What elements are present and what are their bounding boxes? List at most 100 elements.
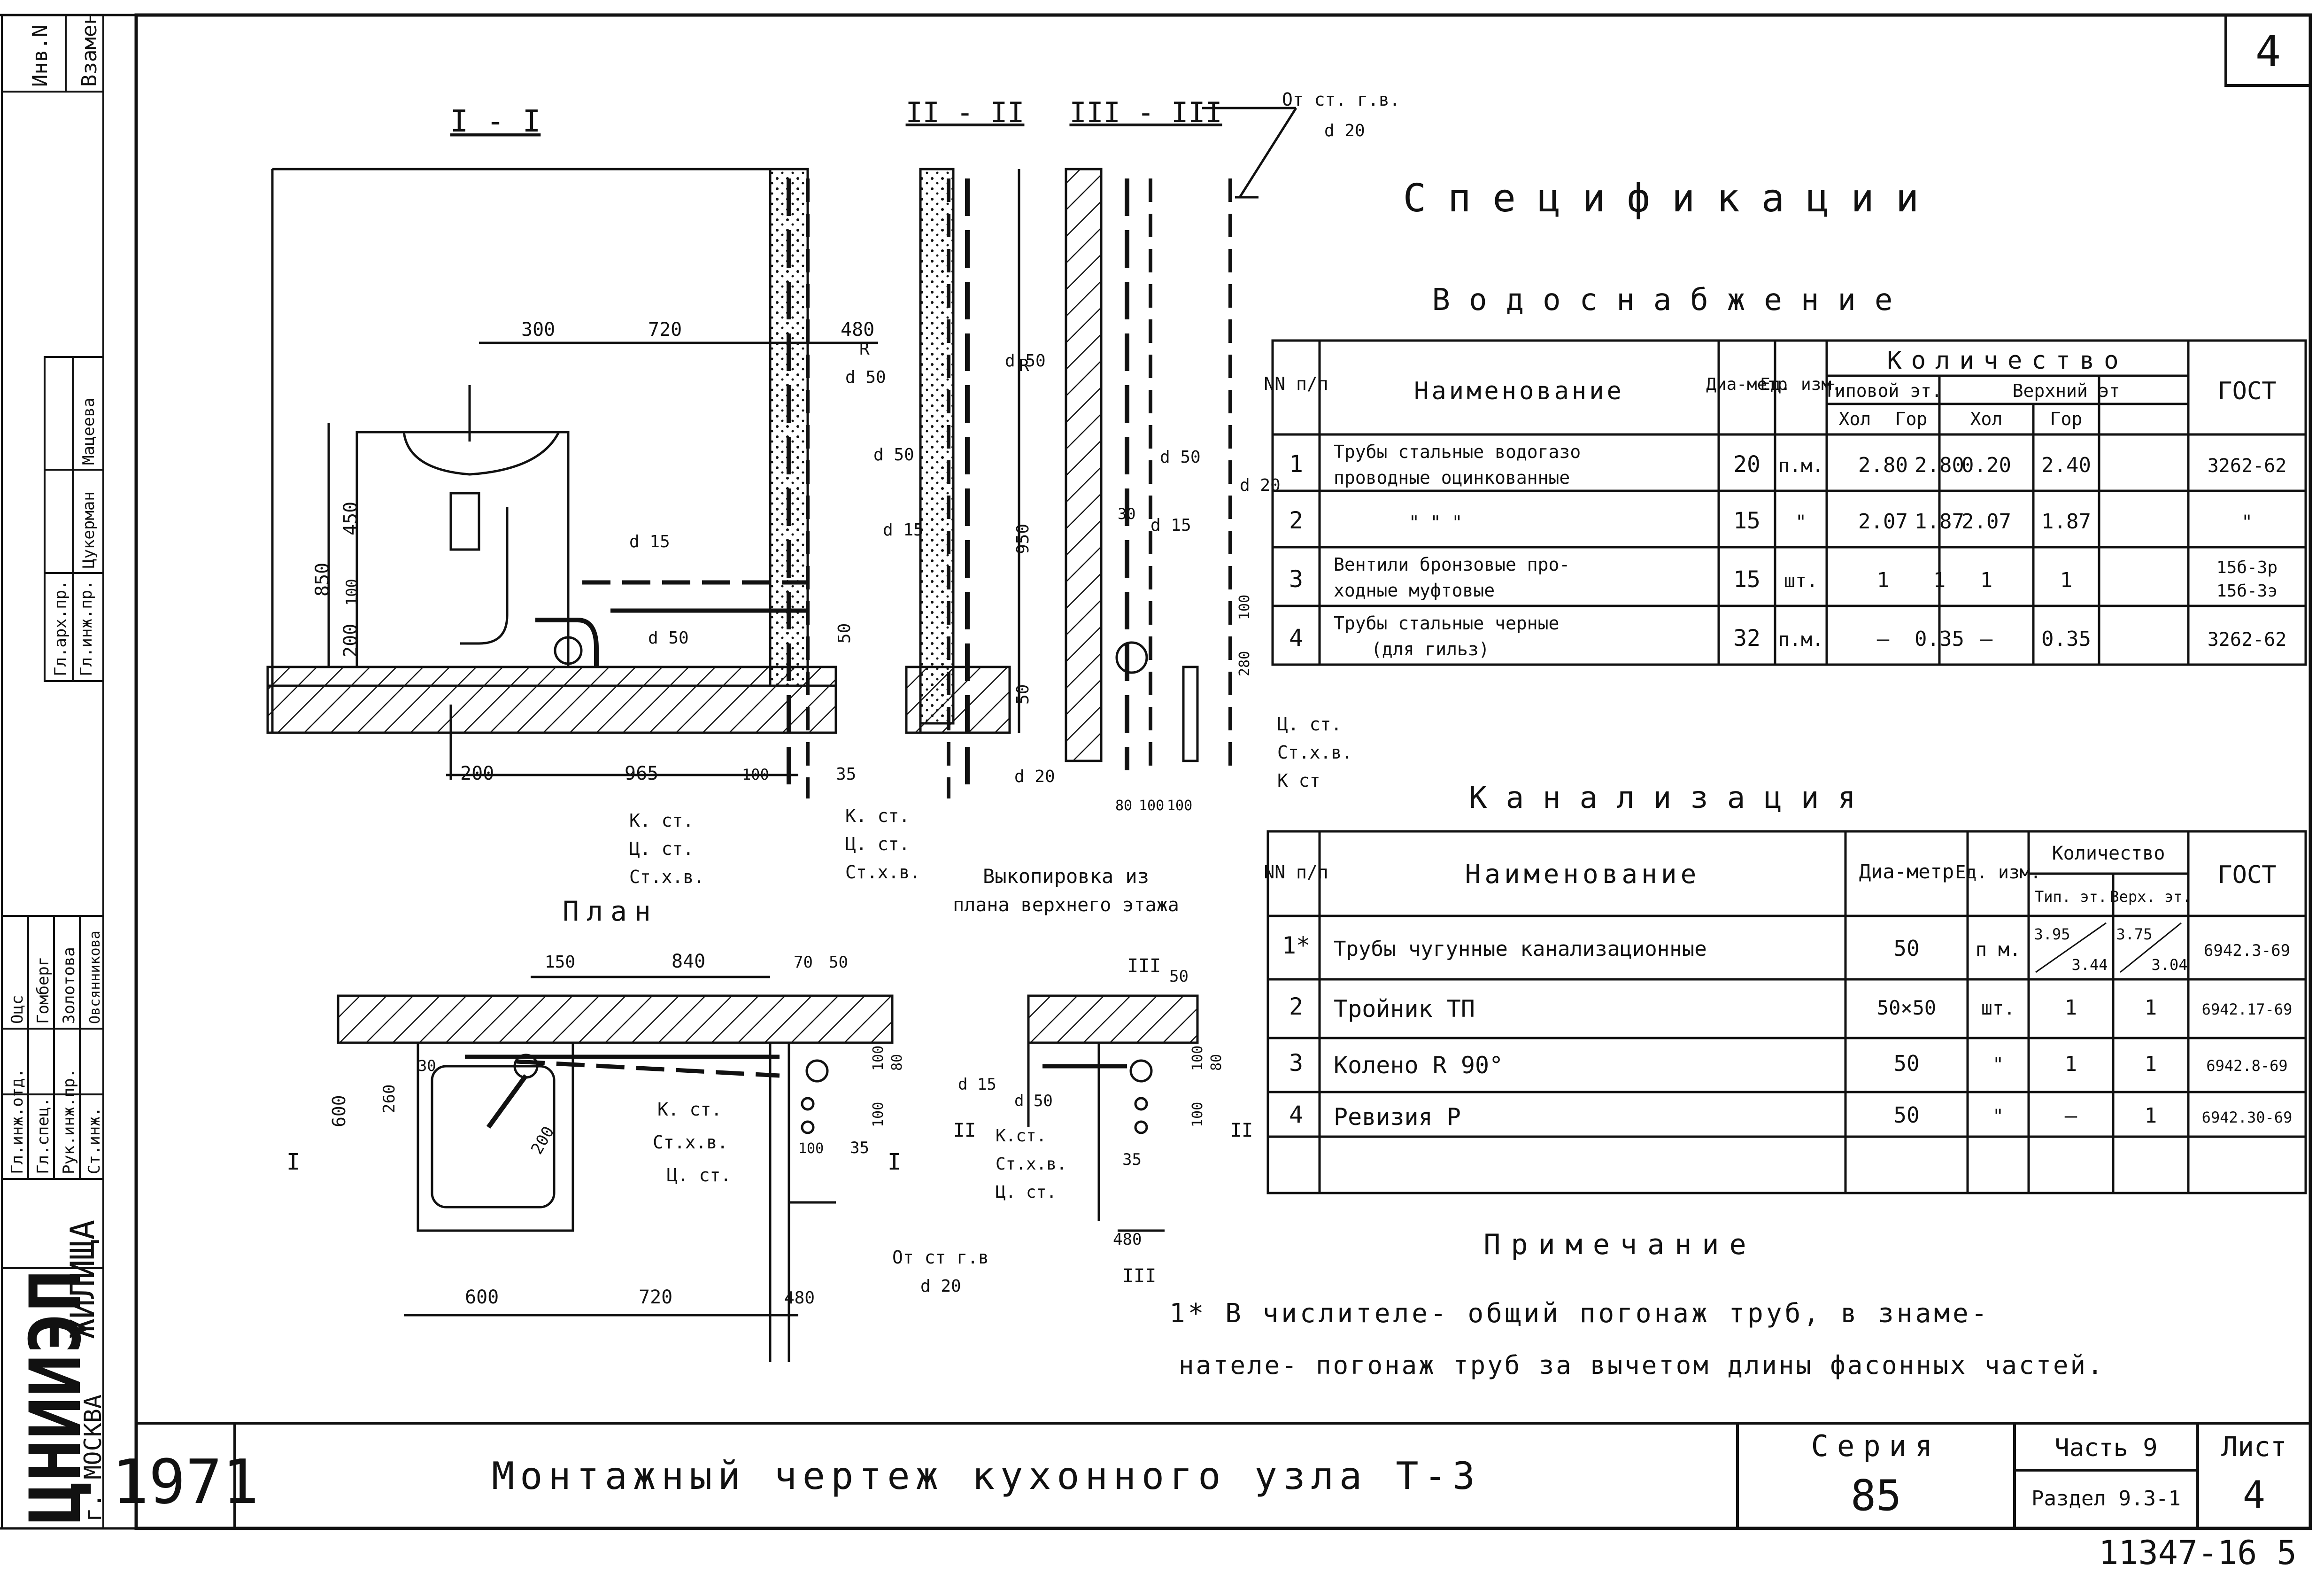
- signer-role-c: Рук.инж.пр.: [60, 1069, 78, 1174]
- copy-title-1: Выкопировка из: [983, 865, 1149, 888]
- s3-riser-k: К ст: [1277, 770, 1320, 791]
- inv-label: Инв.N: [28, 25, 52, 87]
- wt-r2-dia: 15: [1733, 508, 1760, 534]
- wt-r4-b: 0.35: [1915, 627, 1964, 651]
- dim-480: 480: [841, 319, 874, 341]
- st-r1-n: 1*: [1282, 932, 1310, 959]
- wt-h-hot2: Гор: [2050, 409, 2083, 429]
- copy-80: 80: [1208, 1054, 1225, 1071]
- bottom-archive-number: 11347-16 5: [2099, 1534, 2296, 1572]
- plan-80: 80: [889, 1054, 905, 1071]
- wt-r4-dia: 32: [1733, 625, 1760, 651]
- signer-role-a: Гл.инж.отд.: [8, 1069, 27, 1174]
- sheet-frame: [0, 13, 2312, 1530]
- s2-50: 50: [1013, 684, 1033, 705]
- wt-h-typ: Типовой эт.: [1824, 380, 1942, 401]
- title-year: 1971: [112, 1446, 259, 1518]
- s2-d50-2: d 50: [1005, 351, 1046, 371]
- s2-riser-cold: Ст.х.в.: [845, 862, 920, 883]
- section-3-drawing: [1065, 107, 1297, 770]
- drawing-title: Монтажный чертеж кухонного узла Т-3: [492, 1454, 1481, 1498]
- water-table-grid: [1271, 339, 2307, 666]
- wt-r4-n: 4: [1289, 624, 1303, 651]
- s2-r2: R: [1019, 356, 1029, 375]
- st-r4-name: Ревизия Р: [1334, 1103, 1461, 1131]
- sewer-table-grid: [1266, 830, 2307, 1194]
- wt-r4-name2: (для гильз): [1371, 639, 1490, 659]
- st-r4-gost: 6942.30-69: [2202, 1108, 2293, 1126]
- signer-role-b: Гл.спец.: [34, 1097, 53, 1174]
- wt-r4-gost: 3262-62: [2208, 629, 2287, 651]
- signer-name-c: Золотова: [60, 947, 78, 1024]
- plan-480: 480: [784, 1288, 815, 1308]
- dim-d50: d 50: [648, 628, 689, 648]
- wt-h-cold1: Хол: [1839, 409, 1871, 429]
- wt-r1-c: 0.20: [1961, 453, 2011, 477]
- plan-70: 70: [794, 953, 813, 972]
- wt-r1-gost: 3262-62: [2208, 455, 2287, 477]
- dim-850: 850: [312, 563, 333, 597]
- st-r3-name: Колено R 90°: [1334, 1052, 1503, 1079]
- wt-h-hot1: Гор: [1895, 409, 1928, 429]
- dim-300: 300: [521, 319, 555, 341]
- wt-r2-n: 2: [1289, 507, 1303, 534]
- wt-r3-dia: 15: [1733, 566, 1760, 593]
- plan-riser-k: К. ст.: [657, 1099, 722, 1120]
- water-table-body: 1 Трубы стальные водогазо проводные оцин…: [1289, 442, 2286, 659]
- org-name: ЖИЛИЩА: [63, 1220, 102, 1339]
- s3-80: 80: [1115, 798, 1132, 814]
- section-1-title: I - I: [450, 104, 541, 139]
- s3-30: 30: [1118, 505, 1136, 523]
- st-r2-n: 2: [1289, 993, 1303, 1020]
- wt-h-qty: Количество: [1887, 347, 2128, 375]
- wt-r4-name1: Трубы стальные черные: [1334, 613, 1559, 634]
- signer-name-5: Мацеева: [79, 398, 98, 465]
- st-r2-dia: 50×50: [1877, 996, 1936, 1019]
- st-r3-b1: 1: [2145, 1052, 2157, 1076]
- org-logo: ЦНИИЭП: [15, 1270, 97, 1524]
- s3-d50: d 50: [1160, 448, 1201, 467]
- plan-600v: 600: [329, 1095, 349, 1127]
- plan-600: 600: [465, 1286, 499, 1308]
- note-top-d: d 20: [1324, 121, 1365, 140]
- s2-d15: d 15: [883, 520, 924, 540]
- wt-r3-gost1: 15б-3р: [2216, 558, 2278, 577]
- plan-720: 720: [639, 1286, 672, 1308]
- plan-drawing: [337, 976, 894, 1362]
- wt-r2-a: 2.07: [1858, 510, 1908, 534]
- marker-III-top: III: [1127, 955, 1161, 977]
- sheet-label: Лист: [2221, 1431, 2287, 1463]
- section-3-labels: III - III От ст. г.в. d 20 d 50 30 d 15 …: [1069, 89, 1400, 814]
- s3-d20: d 20: [1240, 476, 1281, 495]
- st-r3-unit: ": [1992, 1054, 2004, 1076]
- st-r4-b1: 1: [2145, 1104, 2157, 1128]
- copy-d15: d 15: [958, 1075, 996, 1094]
- dim-200-v: 200: [340, 624, 362, 658]
- dim-100: 100: [343, 579, 361, 606]
- part-label: Часть 9: [2054, 1434, 2157, 1462]
- st-r4-unit: ": [1992, 1106, 2004, 1127]
- wt-r2-b: 1.87: [1915, 510, 1964, 534]
- signer-name-a: Оцс: [8, 995, 27, 1024]
- wt-r2-name1: " " ": [1409, 512, 1462, 533]
- st-r3-n: 3: [1289, 1049, 1303, 1077]
- plan-title: План: [563, 895, 658, 927]
- st-h-typ: Тип. эт.: [2035, 888, 2107, 906]
- wt-r2-gost: ": [2241, 512, 2253, 533]
- signer-name-b: Гомберг: [34, 957, 53, 1024]
- marker-III-bottom: III: [1122, 1265, 1156, 1287]
- water-title: Водоснабжение: [1432, 283, 1912, 318]
- side-stamp: [1, 15, 104, 1528]
- st-h-qty: Количество: [2052, 843, 2165, 864]
- st-r1-a1: 3.95: [2034, 925, 2070, 943]
- st-r4-a1: —: [2065, 1104, 2077, 1128]
- wt-r1-d: 2.40: [2041, 453, 2091, 477]
- wt-h-cold2: Хол: [1970, 409, 2003, 429]
- section-3-title: III - III: [1069, 96, 1222, 129]
- st-r2-b1: 1: [2145, 996, 2157, 1020]
- plan-riser-c: Ц. ст.: [667, 1165, 731, 1186]
- dim-450: 450: [340, 502, 362, 535]
- wt-r3-c: 1: [1980, 568, 1993, 592]
- section-2-labels: II - II R d 50 R d 50 d 50 d 15 950 50 d…: [845, 96, 1055, 883]
- series-value: 85: [1851, 1471, 1901, 1520]
